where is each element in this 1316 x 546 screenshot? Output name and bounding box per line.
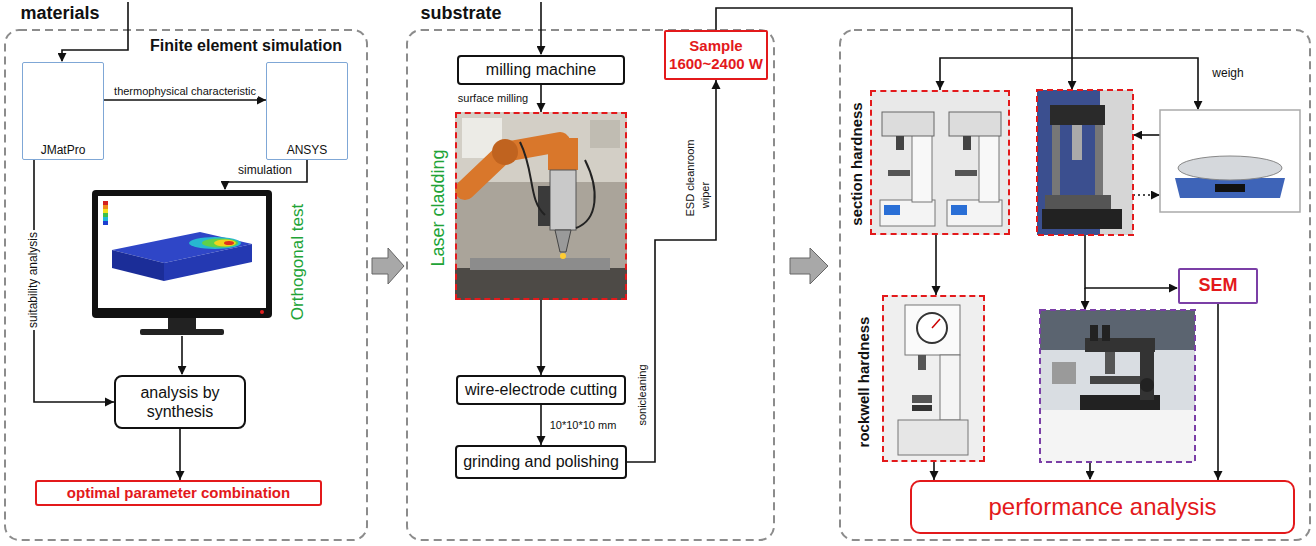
photo-frame: rockwell hardness	[882, 295, 985, 462]
photo-caption: Laser cladding	[428, 149, 450, 266]
process-box: milling machine	[457, 55, 625, 85]
flow-note: wiper	[699, 182, 712, 208]
arrow-head	[537, 103, 546, 112]
flow-note: simulation	[238, 164, 292, 178]
edge-label: suitability analysis	[27, 230, 41, 330]
sem-box: SEM	[1178, 268, 1258, 304]
edge-label: 10*10*10 mm	[548, 419, 619, 432]
connector-line	[104, 99, 266, 101]
connector-arrow	[716, 8, 1072, 90]
arrow-head	[176, 471, 185, 480]
arrow-head	[537, 436, 546, 445]
connector-arrow	[537, 300, 546, 375]
connector-arrow	[34, 160, 114, 407]
result-box: optimal parameter combination	[35, 480, 322, 506]
connector-arrow	[627, 80, 721, 462]
flow-line	[62, 2, 1198, 479]
connector-arrow	[932, 235, 941, 295]
connector-arrow	[930, 462, 939, 480]
connector-arrow	[1214, 304, 1223, 480]
photo-frame: Laser cladding	[455, 112, 627, 300]
arrow-head	[712, 80, 721, 89]
process-box: grinding and polishing	[455, 445, 627, 479]
method-label: Orthogonal test	[288, 204, 308, 320]
connector-arrow	[537, 405, 546, 445]
process-box: wire-electrode cutting	[456, 375, 626, 405]
arrow-head	[257, 96, 266, 105]
connector-line	[716, 8, 1072, 90]
node-text: grinding and polishing	[463, 452, 619, 471]
connector-arrow	[537, 85, 546, 112]
software-box: ANSYS	[266, 62, 348, 160]
arrow-head	[936, 81, 945, 90]
rockwell-tester-photo	[882, 295, 985, 462]
node-text: Sample 1600~2400 W	[667, 37, 765, 73]
input-heading: materials	[20, 3, 99, 24]
laser-cladding-photo	[455, 112, 627, 300]
node-text: SEM	[1198, 275, 1237, 297]
microhardness-tester-photo	[870, 90, 1010, 235]
section-heading: Finite element simulation	[150, 37, 342, 55]
edge-label: thermophysical characteristic	[112, 85, 258, 98]
tester-photo	[1037, 90, 1133, 235]
flow-note: ESD cleanroom	[684, 139, 697, 216]
node-text: performance analysis	[988, 493, 1216, 522]
photo-caption: rockwell hardness	[855, 317, 873, 448]
input-heading: substrate	[420, 3, 501, 24]
node-text: optimal parameter combination	[67, 484, 290, 502]
scale-picture	[1160, 110, 1300, 212]
connector-arrow	[176, 429, 185, 480]
arrow-head	[537, 366, 546, 375]
node-text: analysis by synthesis	[124, 383, 236, 421]
photo-frame: section hardness	[870, 90, 1010, 235]
arrow-head	[930, 471, 939, 480]
arrow-head	[1214, 471, 1223, 480]
connector-line	[34, 160, 114, 402]
connector-line	[540, 300, 542, 375]
node-text: JMatPro	[23, 143, 103, 157]
arrow-head	[105, 398, 114, 407]
arrow-head	[932, 286, 941, 295]
dashed-panel	[5, 30, 1310, 540]
connector-line	[627, 80, 716, 462]
edge-label: surface milling	[456, 92, 530, 105]
result-box: performance analysis	[910, 480, 1295, 534]
software-box: JMatPro	[22, 62, 104, 160]
node-text: milling machine	[486, 60, 596, 79]
microscope-photo	[1040, 310, 1195, 462]
flow-note: weigh	[1212, 67, 1243, 81]
monitor-illustration	[92, 190, 272, 335]
node-text: ANSYS	[267, 143, 347, 157]
connector-line	[1217, 304, 1219, 480]
sample-box: Sample 1600~2400 W	[664, 30, 768, 80]
edge-label: sonicleaning	[636, 362, 649, 427]
process-box: analysis by synthesis	[114, 375, 246, 429]
photo-caption: section hardness	[848, 102, 866, 225]
node-text: wire-electrode cutting	[465, 380, 617, 399]
